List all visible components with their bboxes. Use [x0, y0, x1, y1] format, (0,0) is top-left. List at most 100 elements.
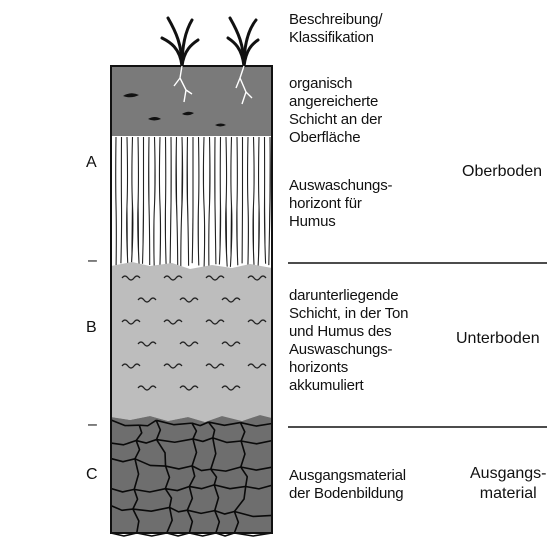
crack-line [155, 439, 167, 467]
stripe-line [137, 136, 140, 267]
squiggle-mark [205, 363, 225, 369]
crack-line [166, 507, 173, 534]
layer-description-organic: organisch angereicherte Schicht an der O… [289, 75, 383, 146]
stripe-line [202, 136, 206, 267]
stripe-line [236, 136, 239, 266]
squiggle-mark [247, 319, 267, 325]
stripe-line [169, 136, 172, 264]
stripe-line [229, 136, 233, 267]
crack-line [213, 484, 220, 511]
column-header: Beschreibung/ Klassifikation [289, 11, 383, 46]
crack-line [188, 465, 196, 487]
squiggle-mark [247, 275, 267, 281]
crack-line [169, 506, 188, 513]
stripe-line [164, 136, 167, 265]
crack-line [207, 421, 216, 439]
squiggle-mark [221, 385, 241, 391]
crack-line [240, 440, 246, 468]
crack-line [164, 488, 173, 508]
plant-icon [226, 16, 260, 68]
squiggle-mark [137, 385, 157, 391]
crack-line [132, 489, 139, 510]
crack-line [191, 438, 198, 467]
crack-line [155, 419, 192, 426]
plant-roots [173, 65, 193, 103]
crack-line [191, 421, 209, 427]
organic-particles [123, 93, 226, 127]
squiggle-mark [221, 297, 241, 303]
crack-line [186, 509, 194, 534]
stripe-line [247, 136, 249, 266]
crack-line [245, 484, 273, 490]
crack-line [189, 484, 215, 490]
plant-icon [160, 16, 200, 68]
squiggle-mark [221, 341, 241, 347]
horizon-label-c: C [86, 466, 98, 483]
crack-line [240, 466, 249, 487]
layer-description-parent: Ausgangsmaterial der Bodenbildung [289, 467, 406, 502]
separator-mark-bc: – [88, 416, 97, 433]
organic-layer [111, 66, 272, 136]
stripe-line [148, 136, 151, 266]
horizon-label-b: B [86, 319, 97, 336]
soil-column-border [110, 65, 273, 534]
zone-label-parent-material: Ausgangs- material [470, 465, 547, 502]
squiggle-mark [121, 275, 141, 281]
stripe-line [175, 136, 179, 267]
squiggle-mark [205, 319, 225, 325]
crack-line [210, 466, 241, 472]
crack-line [110, 457, 136, 463]
stripe-line [180, 136, 184, 268]
squiggle-mark [179, 341, 199, 347]
crack-line [240, 421, 273, 427]
stripe-line [158, 136, 162, 267]
crack-line [133, 458, 140, 490]
crack-line [233, 511, 240, 534]
crack-line [164, 465, 171, 489]
squiggle-mark [121, 319, 141, 325]
crack-line [234, 510, 273, 518]
stripe-line [268, 136, 271, 266]
crack-line [240, 439, 273, 445]
stripe-line [130, 136, 134, 268]
crack-line [186, 486, 194, 511]
squiggle-mark [179, 297, 199, 303]
horizon-label-a: A [86, 154, 97, 171]
stripe-line [218, 136, 222, 265]
crack-line [210, 437, 217, 470]
stripe-line [186, 136, 190, 266]
stripe-line [153, 136, 156, 267]
zone-label-subsoil: Unterboden [456, 330, 540, 347]
crack-line [156, 438, 194, 444]
crack-line [239, 422, 246, 442]
crack-line [214, 510, 221, 534]
crack-line [212, 437, 242, 444]
crack-line [187, 509, 215, 515]
crack-line [192, 437, 214, 443]
stripe-line [115, 136, 117, 266]
squiggle-mark [205, 275, 225, 281]
crack-line [214, 484, 246, 490]
crack-line [165, 485, 190, 492]
stripe-line [191, 137, 194, 264]
crack-line [240, 466, 273, 471]
stripe-line [225, 136, 228, 267]
crack-line [233, 486, 247, 512]
squiggle-mark [121, 363, 141, 369]
crack-line [135, 424, 143, 442]
stripe-line [126, 136, 129, 266]
crack-line [132, 508, 140, 534]
squiggle-mark [163, 275, 183, 281]
stripe-line [252, 136, 255, 268]
crack-line [139, 419, 157, 427]
separator-mark-ab: – [88, 252, 97, 269]
parent-material-layer [111, 415, 272, 533]
crack-line [191, 422, 198, 440]
stripe-line [208, 136, 211, 267]
crack-line [110, 487, 135, 493]
crack-line [110, 439, 137, 446]
crack-line [110, 419, 140, 427]
zone-label-topsoil: Oberboden [462, 163, 543, 180]
crack-line [191, 465, 211, 472]
